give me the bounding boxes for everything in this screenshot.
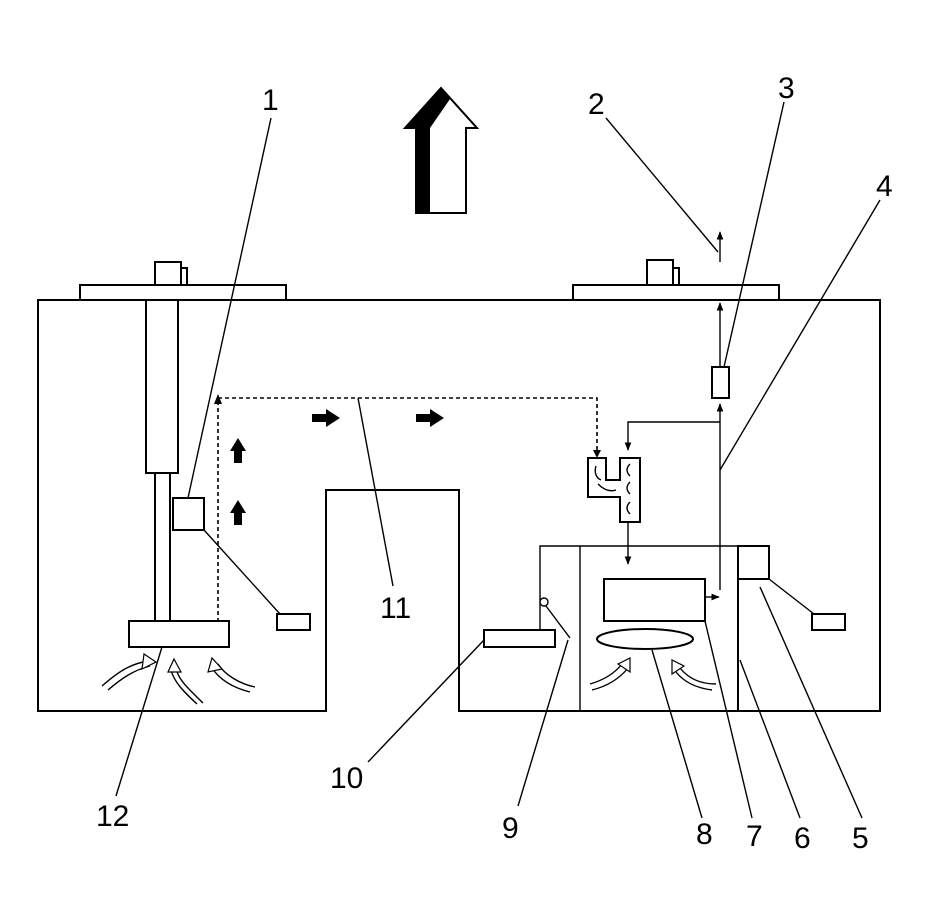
fuel-tank-outline [37, 299, 881, 712]
left-float [276, 613, 311, 631]
fuel-pump-7 [603, 578, 706, 622]
leader-lines [115, 101, 881, 819]
callout-11: 11 [380, 592, 411, 625]
callout-labels: 1 2 3 4 5 6 7 8 9 10 11 12 [96, 72, 893, 855]
callout-3: 3 [778, 72, 795, 105]
callout-1: 1 [262, 84, 279, 117]
left-inflow-arrows [101, 652, 256, 705]
forward-direction-arrow [402, 86, 480, 214]
strainer-8 [596, 628, 694, 650]
flow-arrows [230, 409, 444, 525]
transfer-line [217, 397, 598, 622]
left-mounting-flange [79, 261, 287, 301]
left-fuel-level-sensor [172, 497, 205, 531]
callout-4: 4 [876, 170, 893, 203]
callout-12: 12 [96, 800, 129, 833]
left-strainer [128, 620, 230, 648]
callout-9: 9 [502, 812, 519, 845]
callout-10: 10 [330, 762, 363, 795]
left-sender-assembly [128, 299, 311, 648]
pressure-regulator-10 [483, 629, 556, 648]
right-fuel-level-sensor [737, 545, 770, 580]
callout-5: 5 [852, 822, 869, 855]
pump-module [483, 545, 846, 711]
callout-6: 6 [794, 822, 811, 855]
fuel-filter-3 [711, 366, 730, 399]
callout-2: 2 [588, 88, 605, 121]
right-mounting-flange [572, 259, 780, 301]
right-float [811, 613, 846, 631]
callout-8: 8 [696, 818, 713, 851]
check-valve [539, 597, 549, 607]
callout-7: 7 [746, 820, 763, 853]
right-inflow-arrows [589, 657, 717, 691]
jet-pump [587, 457, 641, 523]
